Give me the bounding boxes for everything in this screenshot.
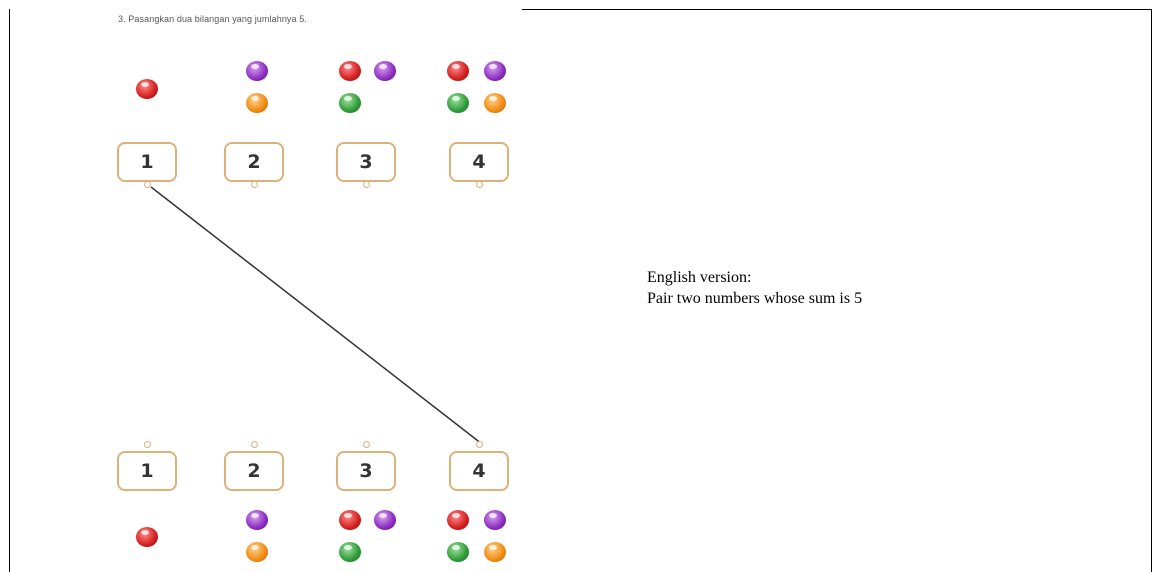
ball-orange-icon xyxy=(246,93,268,113)
bottom-number-box-1[interactable]: 1 xyxy=(117,451,177,491)
ball-orange-icon xyxy=(484,93,506,113)
bottom-number-box-2[interactable]: 2 xyxy=(224,451,284,491)
top-number-box-2[interactable]: 2 xyxy=(224,142,284,182)
ball-red-icon xyxy=(339,510,361,530)
worksheet-image: 3. Pasangkan dua bilangan yang jumlahnya… xyxy=(0,0,560,572)
ball-red-icon xyxy=(339,61,361,81)
frame-top-border xyxy=(522,9,1152,10)
connector-line[interactable] xyxy=(150,186,483,445)
ball-green-icon xyxy=(339,542,361,562)
bottom-anchor-dot-3[interactable] xyxy=(363,441,370,448)
top-anchor-dot-3[interactable] xyxy=(363,181,370,188)
bottom-anchor-dot-4[interactable] xyxy=(476,441,483,448)
ball-orange-icon xyxy=(246,542,268,562)
worksheet-instruction: 3. Pasangkan dua bilangan yang jumlahnya… xyxy=(118,14,307,24)
ball-red-icon xyxy=(136,527,158,547)
bottom-number-box-3[interactable]: 3 xyxy=(336,451,396,491)
ball-purple-icon xyxy=(374,61,396,81)
bottom-anchor-dot-1[interactable] xyxy=(144,441,151,448)
top-number-box-4[interactable]: 4 xyxy=(449,142,509,182)
top-number-box-1[interactable]: 1 xyxy=(117,142,177,182)
ball-purple-icon xyxy=(246,61,268,81)
top-anchor-dot-4[interactable] xyxy=(476,181,483,188)
bottom-anchor-dot-2[interactable] xyxy=(251,441,258,448)
ball-green-icon xyxy=(447,542,469,562)
english-translation: English version: Pair two numbers whose … xyxy=(647,267,862,309)
top-anchor-dot-2[interactable] xyxy=(251,181,258,188)
ball-red-icon xyxy=(447,510,469,530)
ball-orange-icon xyxy=(484,542,506,562)
ball-green-icon xyxy=(447,93,469,113)
english-text: Pair two numbers whose sum is 5 xyxy=(647,290,863,307)
ball-red-icon xyxy=(447,61,469,81)
ball-green-icon xyxy=(339,93,361,113)
ball-red-icon xyxy=(136,79,158,99)
english-heading: English version: xyxy=(647,269,752,286)
ball-purple-icon xyxy=(484,61,506,81)
bottom-number-box-4[interactable]: 4 xyxy=(449,451,509,491)
frame-left-border xyxy=(9,9,10,572)
top-anchor-dot-1[interactable] xyxy=(144,181,151,188)
ball-purple-icon xyxy=(246,510,268,530)
ball-purple-icon xyxy=(374,510,396,530)
ball-purple-icon xyxy=(484,510,506,530)
top-number-box-3[interactable]: 3 xyxy=(336,142,396,182)
